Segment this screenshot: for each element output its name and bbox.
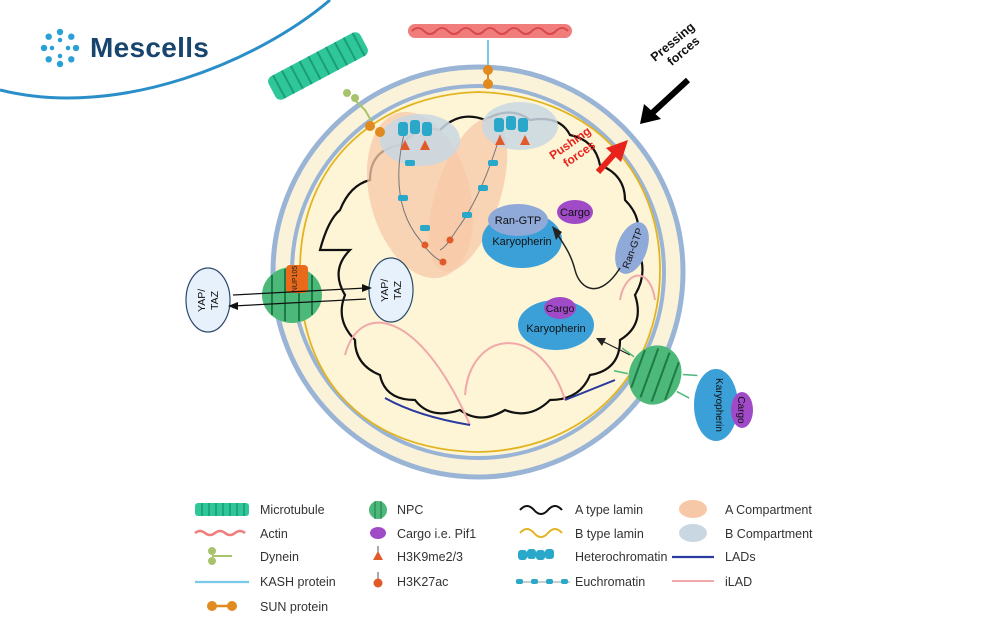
legend-label-npc: NPC [397,503,423,517]
nup105-label: NUP105 [292,266,299,293]
legend-label-h3k9me: H3K9me2/3 [397,550,463,564]
sun-protein-left [365,121,385,137]
ran-gtp-center [488,204,548,236]
karyopherin-out-label: Karyopherin [713,378,724,432]
cargo-mid-label: Cargo [546,303,575,315]
legend-label-lads: LADs [725,550,756,564]
legend-label-microtubule: Microtubule [260,503,325,517]
legend-sym-microtubule [195,503,249,516]
legend-sym-cargo [370,527,386,539]
nup105-block [286,265,308,293]
legend-label-cargo: Cargo i.e. Pif1 [397,527,476,541]
svg-text:YAP/ TAZ: YAP/ TAZ [379,276,404,302]
import-arrow-mid [599,339,631,356]
molecule-ring-icon [40,28,80,68]
pressing-arrow [647,77,691,118]
cargo-mid [544,297,576,319]
karyopherin-center-label: Karyopherin [492,236,551,248]
legend-sym-a-compartment [679,500,707,518]
legend-label-a-compartment: A Compartment [725,503,812,517]
yap-taz-in-line1: YAP/ [379,279,391,302]
legend-sym-euchromatin [516,579,570,584]
legend-label-sun: SUN protein [260,600,328,614]
brand: Mescells [40,28,209,68]
legend-label-a-lamin: A type lamin [575,503,643,517]
legend-sym-npc [369,501,387,519]
cargo-top [557,200,593,224]
b-compartment-left [380,114,460,166]
npc-right [613,345,698,405]
legend-label-kash: KASH protein [260,575,336,589]
yap-taz-arrows [232,287,367,307]
legend-label-ilad: iLAD [725,575,752,589]
lad-segment-left [384,397,471,426]
svg-text:YAP/ TAZ: YAP/ TAZ [196,286,221,312]
legend-label-b-lamin: B type lamin [575,527,644,541]
legend-label-heterochromatin: Heterochromatin [575,550,667,564]
cargo-out-label: Cargo [735,396,746,424]
microtubule [268,32,368,100]
yap-taz-out-line1: YAP/ [196,289,208,312]
actin-filament [408,24,572,38]
legend-sym-b-compartment [679,524,707,542]
legend-sym-b-lamin [519,528,563,538]
legend-label-b-compartment: B Compartment [725,527,813,541]
dynein [343,89,373,123]
ilad-loop-left [344,321,471,426]
legend-label-h3k27ac: H3K27ac [397,575,448,589]
legend-sym-h3k27ac [373,572,383,588]
chromatin-fiber-left [398,120,447,266]
yap-taz-outside [185,267,231,333]
svg-text:Pressing forces: Pressing forces [648,17,709,75]
yap-taz-out-line2: TAZ [209,290,221,310]
chromatin-fiber-right [439,116,530,251]
legend-sym-actin [194,529,246,537]
legend-label-actin: Actin [260,527,288,541]
karyopherin-mid [518,300,594,350]
brand-name: Mescells [90,32,210,63]
karyopherin-out [694,369,738,441]
legend-sym-heterochromatin [518,549,554,560]
ran-gtp-right [615,222,649,274]
lad-segment-right [564,379,616,401]
ran-gtp-cycle-arrow [554,229,621,290]
legend-label-euchromatin: Euchromatin [575,575,645,589]
b-type-lamin-ring [299,91,661,453]
cargo-top-label: Cargo [560,207,590,219]
legend-sym-dynein [208,547,232,565]
a-compartment-right [428,118,508,272]
ilad-loop-mid [464,342,566,401]
header-swoosh [0,0,331,100]
legend-sym-h3k9me [373,546,383,560]
ran-gtp-center-label: Ran-GTP [495,215,541,227]
cargo-out [731,392,753,428]
yap-taz-inside [368,257,414,323]
legend-sym-sun [207,601,237,611]
yap-taz-in-line2: TAZ [392,280,404,300]
legend-label-dynein: Dynein [260,550,299,564]
legend-sym-a-lamin [519,505,563,515]
karyopherin-mid-label: Karyopherin [526,323,585,335]
ilad-loop-right [619,274,656,301]
sun-protein-top [483,65,493,89]
